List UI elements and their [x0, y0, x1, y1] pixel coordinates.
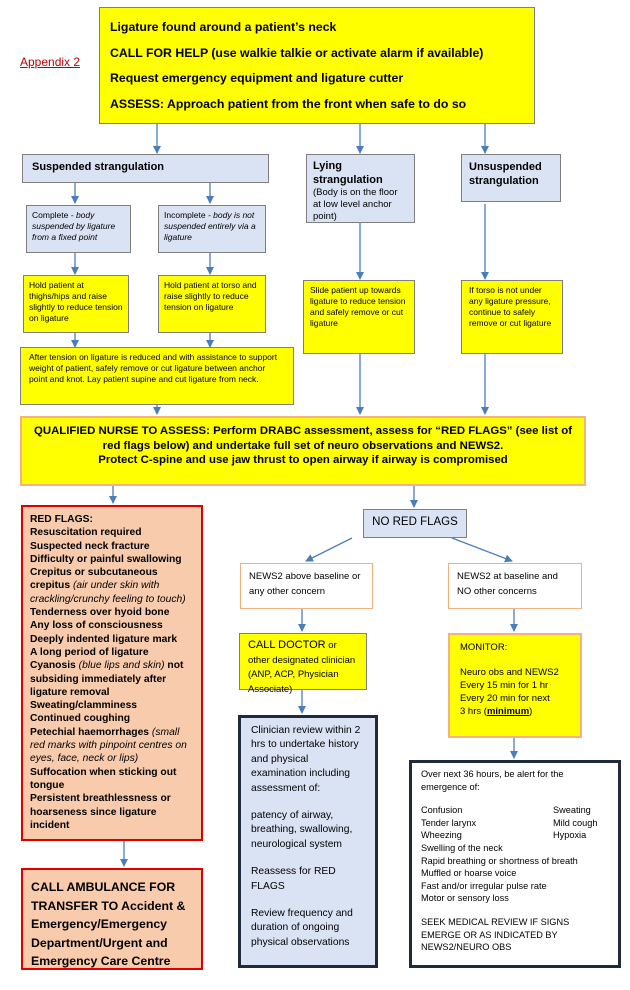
header-line-1: Ligature found around a patient’s neck: [110, 20, 337, 34]
symptom-pair: Wheezing Hypoxia: [421, 829, 609, 842]
symptom: Wheezing: [421, 830, 462, 841]
incomplete-action-box: Hold patient at torso and raise slightly…: [158, 275, 266, 333]
complete-desc: - body suspended by ligature from a fixe…: [32, 210, 116, 242]
monitor-last-prefix: 3 hrs (: [460, 706, 487, 717]
header-line-2: CALL FOR HELP (use walkie talkie or acti…: [110, 45, 484, 60]
red-flag-item: Tenderness over hyoid bone: [30, 607, 170, 619]
lying-strangulation-box: Lying strangulation (Body is on the floo…: [306, 154, 415, 223]
lying-action-box: Slide patient up towards ligature to red…: [303, 280, 415, 354]
symptom-pair: Tender larynx Mild cough: [421, 817, 609, 830]
qualified-nurse-box: QUALIFIED NURSE TO ASSESS: Perform DRABC…: [20, 416, 586, 486]
monitor-minimum: minimum: [486, 706, 530, 717]
lying-title: Lying strangulation: [313, 160, 383, 186]
symptom: Muffled or hoarse voice: [421, 868, 517, 879]
monitor-line: 3 hrs (minimum): [460, 705, 570, 718]
incomplete-suspension-box: Incomplete - body is not suspended entir…: [158, 205, 266, 253]
red-flag-note: (small red marks with pinpoint centres o…: [30, 726, 187, 765]
red-flag-item: Persistent breathlessness or hoarseness …: [30, 793, 171, 831]
complete-lead: Complete: [32, 210, 69, 220]
monitor-box: MONITOR: Neuro obs and NEWS2 Every 15 mi…: [448, 633, 582, 738]
monitor-title: MONITOR:: [460, 642, 508, 653]
nurse-airway-text: Protect C-spine and use jaw thrust to op…: [98, 454, 508, 467]
nurse-assess-text: QUALIFIED NURSE TO ASSESS: Perform DRABC…: [33, 425, 573, 452]
complete-action-box: Hold patient at thighs/hips and raise sl…: [23, 275, 129, 333]
red-flags-box: RED FLAGS: Resuscitation required Suspec…: [21, 505, 203, 841]
red-flag-item: Suffocation when sticking out tongue: [30, 766, 177, 791]
no-red-flags-box: NO RED FLAGS: [363, 509, 467, 538]
red-flag-note: (blue lips and skin): [78, 660, 165, 672]
symptom: Rapid breathing or shortness of breath: [421, 855, 578, 866]
unsuspended-action-box: If torso is not under any ligature press…: [461, 280, 563, 354]
initial-steps-box: Ligature found around a patient’s neck C…: [99, 7, 535, 124]
call-doctor-rest: or other designated clinician (ANP, ACP,…: [248, 640, 356, 695]
red-flag-item: Suspected neck fracture: [30, 540, 150, 552]
news2-above-baseline-box: NEWS2 above baseline or any other concer…: [240, 563, 373, 609]
symptom: Hypoxia: [553, 830, 587, 841]
monitor-line: Neuro obs and NEWS2: [460, 667, 559, 678]
clinician-review-frequency: Review frequency and duration of ongoing…: [251, 908, 353, 948]
symptom: Swelling of the neck: [421, 842, 503, 853]
over-36-hours-box: Over next 36 hours, be alert for the eme…: [409, 760, 621, 968]
lying-subtitle: (Body is on the floor at low level ancho…: [313, 187, 398, 222]
symptom: Motor or sensory loss: [421, 893, 509, 904]
unsuspended-strangulation-box: Unsuspended strangulation: [461, 154, 561, 202]
news2-at-baseline-box: NEWS2 at baseline and NO other concerns: [448, 563, 582, 609]
clinician-review-box: Clinician review within 2 hrs to underta…: [238, 715, 378, 968]
over-36-intro: Over next 36 hours, be alert for the eme…: [421, 769, 564, 792]
red-flag-item: Crepitus or subcutaneous crepitus (air u…: [30, 566, 194, 606]
clinician-review-intro: Clinician review within 2 hrs to underta…: [251, 725, 361, 794]
symptom: Confusion: [421, 805, 463, 816]
clinician-review-reassess: Reassess for RED FLAGS: [251, 866, 336, 892]
header-line-4: ASSESS: Approach patient from the front …: [110, 96, 467, 111]
header-line-3: Request emergency equipment and ligature…: [110, 71, 404, 85]
red-flag-item: Any loss of consciousness: [30, 620, 163, 632]
arrow-noredflags-above: [305, 537, 353, 562]
after-tension-box: After tension on ligature is reduced and…: [20, 347, 294, 405]
red-flag-text: Cyanosis: [30, 660, 76, 672]
symptom: Mild cough: [553, 817, 598, 828]
red-flag-item: Cyanosis (blue lips and skin) not subsid…: [30, 659, 194, 699]
red-flag-item: Difficulty or painful swallowing: [30, 553, 182, 565]
arrow-noredflags-baseline: [451, 537, 513, 563]
red-flag-item: Petechial haemorrhages (small red marks …: [30, 726, 194, 766]
call-ambulance-box: CALL AMBULANCE FOR TRANSFER TO Accident …: [21, 868, 203, 970]
red-flag-text: Crepitus or subcutaneous crepitus: [30, 567, 158, 592]
symptom: Tender larynx: [421, 817, 477, 828]
symptom: Fast and/or irregular pulse rate: [421, 880, 547, 891]
monitor-line: Every 20 min for next: [460, 693, 550, 704]
symptom: Sweating: [553, 805, 591, 816]
red-flag-tail: not subsiding immediately after ligature…: [30, 660, 184, 698]
monitor-line: Every 15 min for 1 hr: [460, 680, 549, 691]
call-doctor-lead: CALL DOCTOR: [248, 639, 326, 651]
red-flag-item: Resuscitation required: [30, 527, 142, 539]
suspended-strangulation-box: Suspended strangulation: [22, 154, 269, 183]
complete-suspension-box: Complete - body suspended by ligature fr…: [26, 205, 131, 253]
red-flag-text: Petechial haemorrhages: [30, 726, 150, 738]
red-flag-item: A long period of ligature: [30, 646, 149, 658]
clinician-review-assess: patency of airway, breathing, swallowing…: [251, 810, 353, 850]
incomplete-lead: Incomplete: [164, 210, 206, 220]
monitor-last-suffix: ): [529, 706, 533, 717]
seek-medical-review: SEEK MEDICAL REVIEW IF SIGNS EMERGE OR A…: [421, 916, 570, 953]
red-flags-title: RED FLAGS:: [30, 514, 93, 525]
symptom-pair: Confusion Sweating: [421, 804, 609, 817]
red-flag-item: Sweating/clamminess: [30, 700, 138, 712]
appendix-label[interactable]: Appendix 2: [20, 55, 81, 69]
red-flag-item: Deeply indented ligature mark: [30, 633, 178, 645]
red-flag-note: (air under skin with crackling/crunchy f…: [30, 580, 186, 605]
red-flag-item: Continued coughing: [30, 713, 131, 725]
incomplete-desc: - body is not suspended entirely via a l…: [164, 210, 256, 242]
call-doctor-box: CALL DOCTOR or other designated clinicia…: [239, 633, 367, 695]
